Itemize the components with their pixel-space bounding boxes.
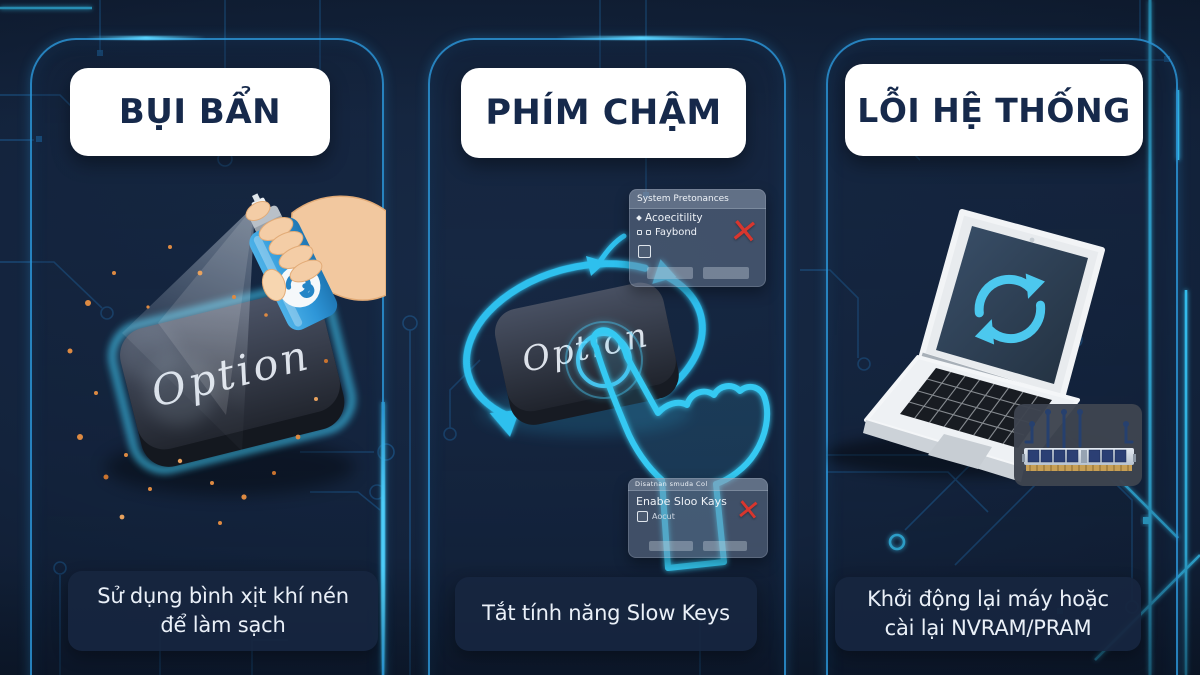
caption-system-error: Khởi động lại máy hoặc cài lại NVRAM/PRA… (835, 577, 1141, 651)
ram-stick (1022, 448, 1136, 471)
tap-arrow-icon (586, 233, 627, 276)
webcam-dot (1029, 237, 1035, 243)
checkbox (637, 511, 648, 522)
ram-card (1014, 404, 1142, 486)
panel-title-system-error: LỖI HỆ THỐNG (845, 64, 1143, 156)
system-preferences-dialog: System Pretonances Acoecitility Faybond … (629, 189, 766, 287)
caption-line: để làm sạch (160, 613, 286, 637)
slow-keys-dialog: Disatnan smuda Col Enabe Sloo Kays Aocut… (628, 478, 768, 558)
panel-title-text: BỤI BẨN (118, 92, 282, 132)
caption-dust: Sử dụng bình xịt khí nén để làm sạch (68, 571, 378, 651)
close-x-icon: ✕ (727, 210, 761, 254)
dust-cleaning-illustration: Option (67, 193, 386, 525)
caption-line: Khởi động lại máy hoặc (867, 586, 1109, 611)
dialog-buttons (629, 267, 766, 279)
dialog-button (649, 541, 693, 551)
dialog-title: Disatnan smuda Col (628, 478, 768, 491)
dialog-title: System Pretonances (629, 189, 766, 209)
close-x-icon: ✕ (734, 491, 762, 529)
checkbox (638, 245, 651, 258)
bullet-icon (636, 215, 642, 221)
dialog-button (646, 267, 693, 279)
panel-title-text: PHÍM CHẬM (485, 93, 722, 133)
caption-slow-keys: Tắt tính năng Slow Keys (455, 577, 757, 651)
dialog-button (703, 541, 747, 551)
panel-title-text: LỖI HỆ THỐNG (857, 90, 1131, 130)
panel-title-slow-keys: PHÍM CHẬM (461, 68, 746, 158)
caption-line: Sử dụng bình xịt khí nén (97, 583, 349, 608)
panel-title-dust: BỤI BẨN (70, 68, 330, 156)
mini-square-icon (637, 230, 642, 235)
mini-square-icon (646, 230, 651, 235)
dialog-buttons (628, 541, 768, 551)
system-restart-illustration (826, 209, 1142, 486)
dialog-button (702, 267, 749, 279)
caption-line: cài lại NVRAM/PRAM (884, 616, 1092, 640)
caption-line: Tắt tính năng Slow Keys (482, 601, 730, 626)
